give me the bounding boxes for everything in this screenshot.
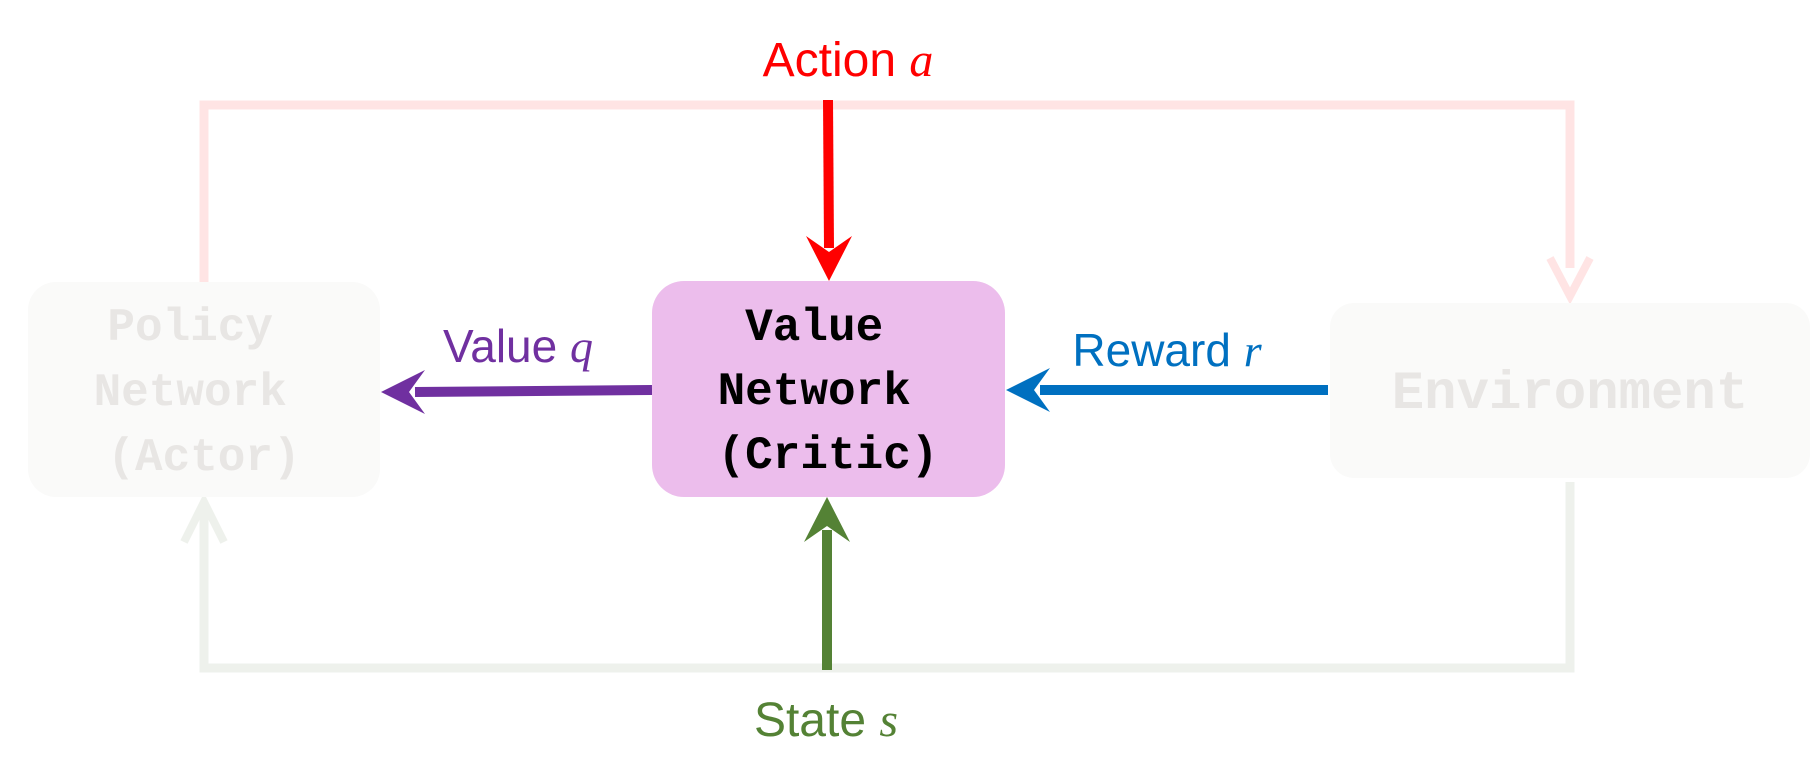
action-label-symbol: a (909, 34, 933, 87)
faded-action-loop-arrowhead (1546, 256, 1594, 305)
action-arrowhead (806, 236, 852, 281)
policy-line-1: Policy (107, 302, 273, 354)
value-arrow (414, 385, 653, 397)
faded-action-loop (199, 100, 1575, 282)
action-arrow (823, 99, 834, 249)
state-label-text: State (754, 694, 879, 747)
environment-label: Environment (1392, 364, 1748, 425)
value-label: Value q (443, 320, 593, 372)
reward-label: Reward r (1072, 324, 1262, 376)
reward-label-text: Reward (1072, 324, 1243, 376)
action-label: Action a (763, 34, 934, 87)
state-label: State s (754, 694, 898, 747)
environment-box (1330, 303, 1810, 478)
policy-line-3: (Actor) (107, 432, 300, 484)
value-network-label: Value Network (Critic) (718, 302, 939, 482)
value-label-text: Value (443, 320, 570, 372)
policy-network-label: Policy Network (Actor) (94, 302, 315, 484)
value-line-3: (Critic) (718, 430, 939, 482)
reward-arrowhead (1006, 368, 1050, 412)
policy-line-2: Network (94, 367, 287, 419)
faded-state-loop-arrowhead (180, 493, 228, 544)
reward-label-symbol: r (1244, 325, 1263, 376)
value-network-box (652, 281, 1005, 497)
value-line-2: Network (718, 366, 911, 418)
value-line-1: Value (745, 302, 883, 354)
faded-state-loop (199, 482, 1575, 673)
state-label-symbol: s (879, 694, 898, 747)
state-arrowhead (804, 497, 850, 542)
action-label-text: Action (763, 34, 910, 87)
value-arrowhead (381, 370, 425, 414)
policy-network-box (28, 282, 380, 497)
value-label-symbol: q (570, 321, 593, 372)
